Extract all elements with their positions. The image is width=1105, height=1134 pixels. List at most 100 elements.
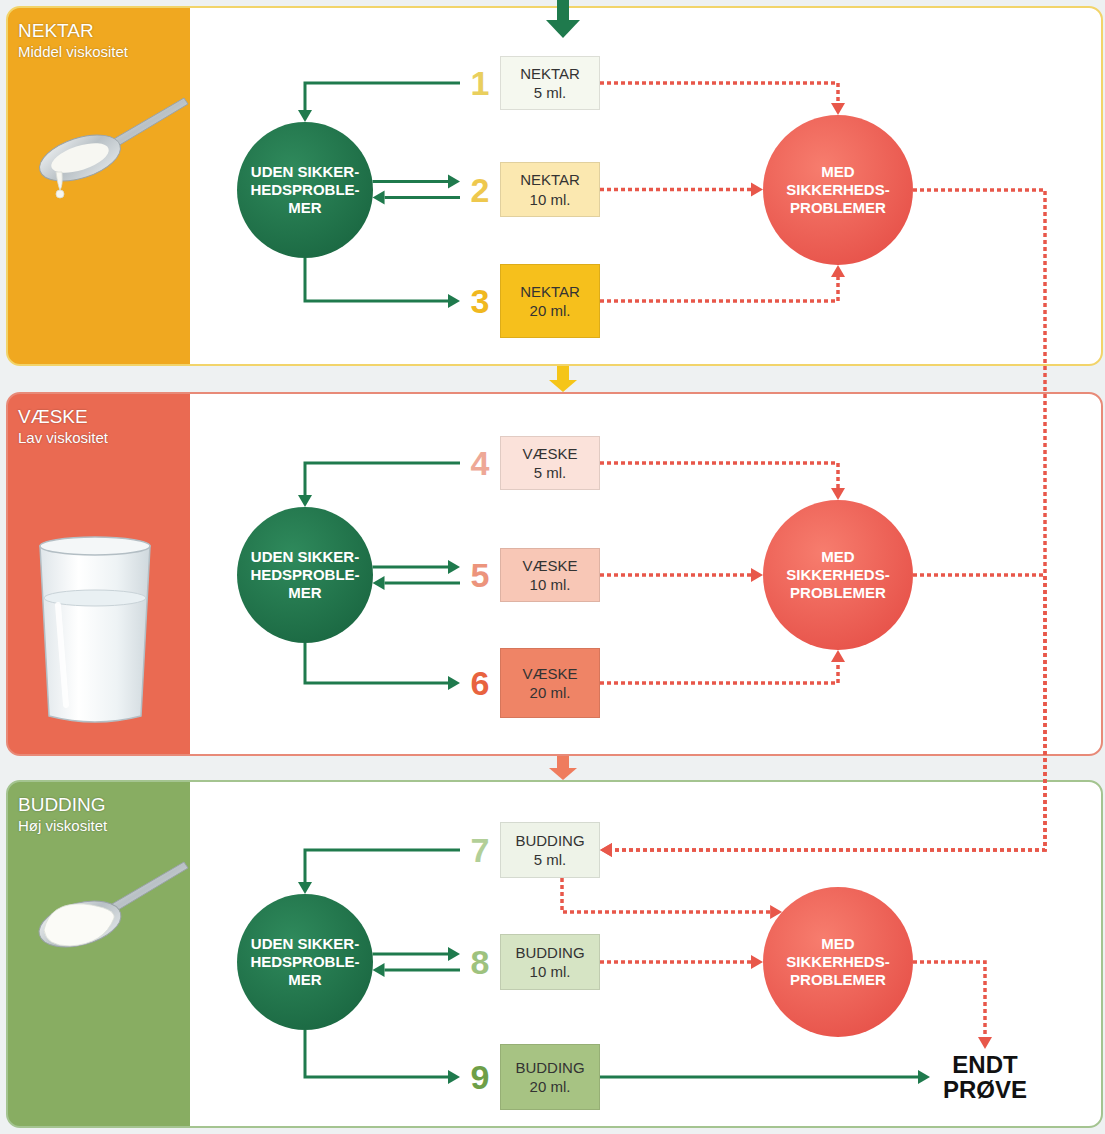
problem-arrow: [600, 183, 763, 197]
circle-label: MED SIKKERHEDS- PROBLEMER: [777, 548, 899, 601]
problem-arrow: [600, 575, 1045, 857]
connector-line: [305, 258, 448, 301]
step-number: 6: [460, 648, 500, 718]
connector-line: [385, 196, 460, 199]
arrow-head: [448, 947, 460, 961]
connector-line: [600, 277, 838, 301]
connector-line: [373, 566, 449, 569]
connector-line: [600, 188, 751, 192]
problem-arrow: [600, 568, 763, 582]
arrow-head: [448, 294, 460, 308]
glass-illustration: [40, 537, 150, 722]
problem-arrow: [600, 265, 845, 301]
entry-arrow: [557, 0, 569, 22]
flow-arrow: [305, 258, 460, 308]
volume-label: VÆSKE 5 ml.: [500, 436, 600, 490]
volume-box: 3NEKTAR 20 ml.: [460, 264, 600, 338]
safe-circle: UDEN SIKKER- HEDSPROBLE- MER: [237, 894, 373, 1030]
volume-label: VÆSKE 10 ml.: [500, 548, 600, 602]
arrow-head: [831, 488, 845, 500]
circle-label: UDEN SIKKER- HEDSPROBLE- MER: [245, 548, 365, 601]
spoon-illustration: [34, 98, 188, 198]
connector-line: [305, 850, 460, 882]
unsafe-circle: MED SIKKERHEDS- PROBLEMER: [763, 887, 913, 1037]
step-number: 8: [460, 934, 500, 990]
stage-arrow: [549, 756, 577, 780]
connector-line: [600, 83, 838, 103]
flow-arrow: [373, 191, 460, 205]
circle-label: UDEN SIKKER- HEDSPROBLE- MER: [245, 935, 365, 988]
connector-line: [373, 953, 449, 956]
band-subheading: Lav viskositet: [18, 429, 184, 447]
volume-label: BUDDING 10 ml.: [500, 934, 600, 990]
volume-box: 7BUDDING 5 ml.: [460, 822, 600, 878]
problem-arrow: [600, 955, 763, 969]
arrow-head: [831, 650, 845, 662]
problem-arrow: [600, 650, 845, 683]
problem-arrow: [600, 83, 845, 115]
connector-line: [600, 573, 751, 577]
arrow-head: [831, 103, 845, 115]
volume-box: 5VÆSKE 10 ml.: [460, 548, 600, 602]
arrow-head: [770, 905, 782, 919]
arrow-head: [448, 1070, 460, 1084]
circle-label: UDEN SIKKER- HEDSPROBLE- MER: [245, 163, 365, 216]
arrow-head: [373, 191, 385, 205]
flow-arrow: [298, 83, 460, 122]
arrow-head: [373, 963, 385, 977]
arrow-head: [751, 183, 763, 197]
connector-line: [557, 366, 569, 380]
band-heading: BUDDING: [18, 794, 184, 817]
flow-arrow: [373, 947, 461, 961]
connector-line: [600, 463, 838, 488]
spoon-illustration: [34, 862, 188, 955]
volume-label: NEKTAR 5 ml.: [500, 56, 600, 110]
end-label: ENDT PRØVE: [930, 1049, 1040, 1105]
circle-label: MED SIKKERHEDS- PROBLEMER: [777, 935, 899, 988]
entry-arrow-head: [546, 20, 580, 38]
connector-line: [305, 463, 460, 495]
flow-arrow: [373, 560, 461, 574]
connector-line: [305, 643, 448, 683]
arrow-head: [373, 576, 385, 590]
band-subheading: Høj viskositet: [18, 817, 184, 835]
circle-label: MED SIKKERHEDS- PROBLEMER: [777, 163, 899, 216]
step-number: 9: [460, 1044, 500, 1110]
connector-line: [557, 756, 569, 768]
arrow-head: [298, 110, 312, 122]
volume-label: NEKTAR 10 ml.: [500, 162, 600, 217]
flow-arrow: [373, 175, 461, 189]
band-subheading: Middel viskositet: [18, 43, 184, 61]
volume-box: 9BUDDING 20 ml.: [460, 1044, 600, 1110]
end-text: ENDT PRØVE: [930, 1052, 1040, 1102]
connector-line: [305, 1030, 448, 1077]
connector-line: [305, 83, 460, 110]
problem-arrow: [562, 878, 782, 919]
connector-line: [373, 180, 449, 183]
step-number: 3: [460, 264, 500, 338]
connector-line: [562, 878, 770, 912]
flow-arrow: [298, 850, 460, 894]
arrow-head: [549, 768, 577, 780]
step-number: 7: [460, 822, 500, 878]
volume-label: BUDDING 20 ml.: [500, 1044, 600, 1110]
connector-line: [600, 662, 838, 683]
problem-arrow: [913, 962, 992, 1049]
problem-arrow: [600, 190, 1045, 857]
connector-line: [385, 969, 461, 972]
volume-box: 6VÆSKE 20 ml.: [460, 648, 600, 718]
arrow-head: [549, 380, 577, 392]
arrow-head: [448, 560, 460, 574]
connector-line: [612, 575, 1045, 850]
flow-arrow: [305, 1030, 460, 1084]
step-number: 1: [460, 56, 500, 110]
volume-label: NEKTAR 20 ml.: [500, 264, 600, 338]
arrow-head: [918, 1070, 930, 1084]
arrow-head: [298, 882, 312, 894]
volume-label: BUDDING 5 ml.: [500, 822, 600, 878]
volume-box: 2NEKTAR 10 ml.: [460, 162, 600, 217]
viscosity-band: NEKTARMiddel viskositet1NEKTAR 5 ml.UDEN…: [6, 6, 1103, 366]
viscosity-band: VÆSKELav viskositet4VÆSKE 5 ml.UDEN SIKK…: [6, 392, 1103, 756]
arrow-head: [298, 495, 312, 507]
